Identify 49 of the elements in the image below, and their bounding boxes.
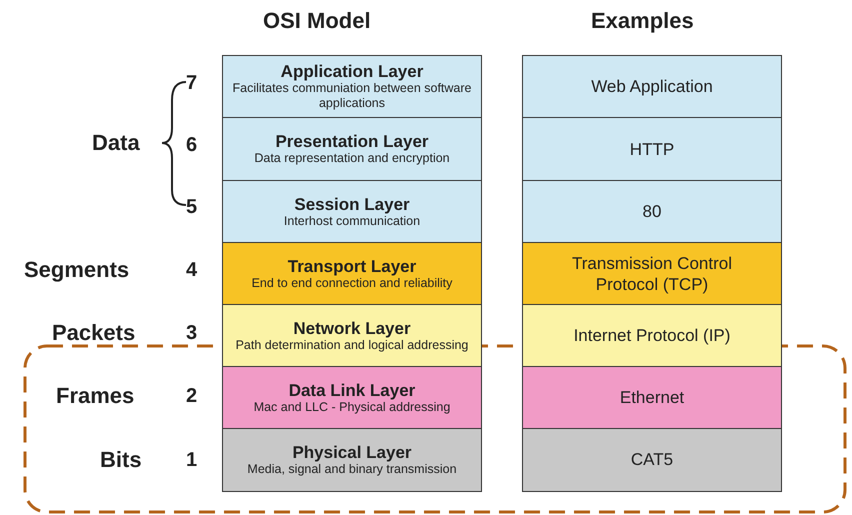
data-unit-label: Bits bbox=[100, 447, 142, 473]
example-box bbox=[522, 180, 782, 244]
layer-box bbox=[222, 180, 482, 244]
layer-description: Interhost communication bbox=[282, 214, 422, 229]
layer-description: Path determination and logical addressing bbox=[234, 338, 470, 353]
column-heading: OSI Model bbox=[263, 8, 371, 34]
layer-name: Presentation Layer bbox=[275, 132, 429, 152]
example-name: Transmission Control Protocol (TCP) bbox=[571, 252, 733, 295]
data-unit-label: Frames bbox=[56, 383, 134, 409]
example-name: CAT5 bbox=[630, 449, 674, 470]
data-unit-label: Segments bbox=[24, 257, 130, 283]
example-name: 80 bbox=[642, 201, 662, 222]
layer-box bbox=[222, 366, 482, 430]
layer-description: Media, signal and binary transmission bbox=[246, 462, 458, 477]
layer-box bbox=[222, 304, 482, 368]
example-name: Web Application bbox=[590, 76, 714, 98]
layer-description: End to end connection and reliability bbox=[250, 276, 454, 291]
layer-box bbox=[222, 242, 482, 306]
layer-number: 5 bbox=[186, 196, 198, 219]
example-box bbox=[522, 55, 782, 118]
layer-name: Data Link Layer bbox=[288, 380, 416, 400]
layer-name: Network Layer bbox=[293, 318, 411, 338]
layer-name: Session Layer bbox=[294, 194, 410, 214]
example-name: HTTP bbox=[628, 138, 676, 160]
example-box bbox=[522, 304, 782, 368]
layer-description: Mac and LLC - Physical addressing bbox=[252, 400, 452, 415]
layer-name: Physical Layer bbox=[292, 442, 412, 462]
example-box bbox=[522, 428, 782, 492]
layer-number: 2 bbox=[186, 385, 198, 408]
layer-number: 6 bbox=[186, 134, 198, 157]
layer-number: 3 bbox=[186, 322, 198, 345]
example-name: Internet Protocol (IP) bbox=[572, 325, 732, 346]
example-name: Ethernet bbox=[618, 387, 686, 408]
example-box bbox=[522, 242, 782, 306]
layer-box bbox=[222, 428, 482, 492]
example-box bbox=[522, 366, 782, 430]
data-unit-label: Data bbox=[92, 130, 140, 156]
layer-description: Facilitates communiation between software applications bbox=[231, 81, 472, 112]
data-unit-label: Packets bbox=[52, 320, 136, 346]
layer-box bbox=[222, 55, 482, 118]
example-box bbox=[522, 117, 782, 182]
layer-box bbox=[222, 117, 482, 182]
layer-description: Data representation and encryption bbox=[253, 151, 451, 166]
layer-number: 4 bbox=[186, 259, 198, 282]
layer-number: 7 bbox=[186, 72, 198, 95]
layer-name: Transport Layer bbox=[288, 256, 416, 276]
layer-number: 1 bbox=[186, 449, 198, 472]
column-heading: Examples bbox=[591, 8, 694, 34]
layer-name: Application Layer bbox=[280, 62, 424, 82]
